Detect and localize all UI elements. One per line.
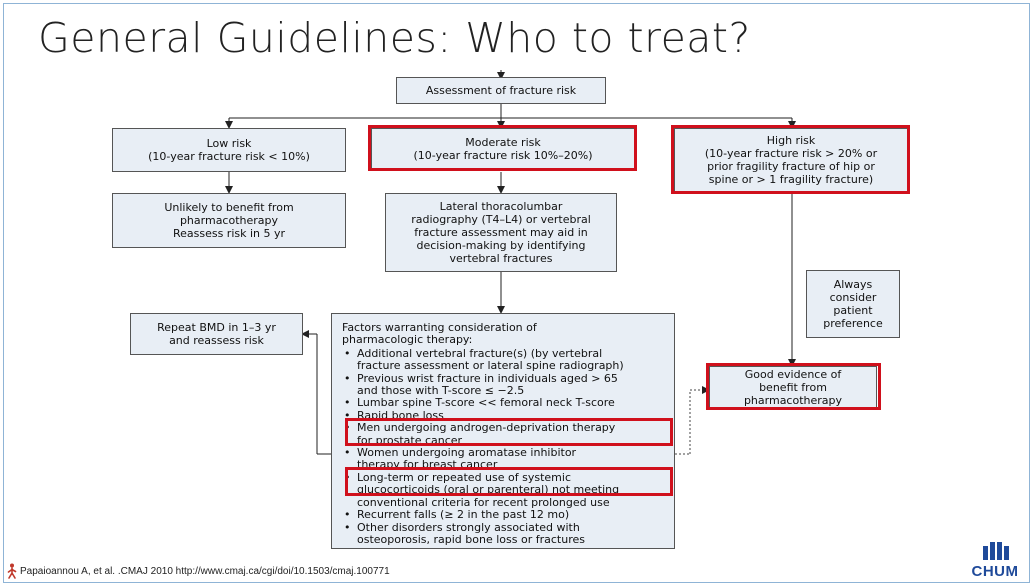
always-line-3: patient (833, 304, 873, 317)
factors-box: Factors warranting consideration of phar… (331, 313, 675, 549)
high-risk-label: High risk (766, 134, 816, 147)
repeat-bmd-line-2: and reassess risk (169, 334, 264, 347)
factor-item: Previous wrist fracture in individuals a… (344, 372, 666, 398)
good-evidence-line-1: Good evidence of (744, 367, 842, 381)
good-evidence-box: Good evidence of benefit from pharmacoth… (709, 366, 877, 408)
lateral-radiography-box: Lateral thoracolumbar radiography (T4–L4… (385, 193, 617, 272)
high-risk-detail-2: prior fragility fracture of hip or (707, 160, 875, 173)
good-evidence-highlight (706, 363, 881, 410)
high-risk-highlight (671, 125, 910, 194)
slide-title: General Guidelines: Who to treat? (38, 14, 751, 62)
lateral-line-2: radiography (T4–L4) or vertebral (411, 213, 591, 226)
moderate-risk-detail: (10-year fracture risk 10%–20%) (413, 149, 593, 162)
chum-logo: CHUM (962, 540, 1028, 582)
androgen-highlight (345, 418, 673, 446)
factor-item: Additional vertebral fracture(s) (by ver… (344, 347, 666, 373)
lateral-line-4: decision-making by identifying (416, 239, 586, 252)
high-risk-detail-1: (10-year fracture risk > 20% or (704, 147, 878, 160)
unlikely-line-1: Unlikely to benefit from (164, 201, 294, 214)
assessment-label: Assessment of fracture risk (425, 84, 577, 97)
lateral-line-5: vertebral fractures (449, 252, 553, 265)
chum-logo-text: CHUM (971, 563, 1019, 580)
moderate-risk-label: Moderate risk (465, 136, 541, 149)
moderate-risk-highlight (368, 125, 637, 171)
low-risk-box: Low risk (10-year fracture risk < 10%) (112, 128, 346, 172)
glucocorticoid-highlight (345, 467, 673, 496)
unlikely-box: Unlikely to benefit from pharmacotherapy… (112, 193, 346, 248)
factors-intro-line-2: pharmacologic therapy: (342, 333, 473, 347)
assessment-box: Assessment of fracture risk (396, 77, 606, 104)
chum-logo-icon (983, 542, 1009, 560)
citation: Papaioannou A, et al. .CMAJ 2010 http://… (20, 566, 390, 577)
factor-item: Recurrent falls (≥ 2 in the past 12 mo) (344, 508, 666, 522)
repeat-bmd-box: Repeat BMD in 1–3 yr and reassess risk (130, 313, 303, 355)
lateral-line-3: fracture assessment may aid in (414, 226, 588, 239)
factor-item: Lumbar spine T-score << femoral neck T-s… (344, 397, 666, 411)
low-risk-detail: (10-year fracture risk < 10%) (148, 150, 310, 163)
unlikely-line-3: Reassess risk in 5 yr (172, 227, 286, 240)
factors-intro-line-1: Factors warranting consideration of (342, 321, 537, 334)
always-line-1: Always (833, 278, 873, 291)
factor-item: Other disorders strongly associated with… (344, 521, 666, 547)
repeat-bmd-line-1: Repeat BMD in 1–3 yr (157, 321, 276, 334)
factors-intro: Factors warranting consideration of phar… (342, 321, 666, 347)
always-line-4: preference (823, 317, 883, 330)
factors-list: Additional vertebral fracture(s) (by ver… (342, 347, 666, 547)
unlikely-line-2: pharmacotherapy (179, 214, 279, 227)
patient-preference-box: Always consider patient preference (806, 270, 900, 338)
high-risk-detail-3: spine or > 1 fragility fracture) (708, 173, 874, 186)
pedestrian-icon (7, 563, 17, 579)
slide-frame (3, 3, 1030, 583)
always-line-2: consider (829, 291, 877, 304)
lateral-line-1: Lateral thoracolumbar (439, 200, 563, 213)
good-evidence-line-2: benefit from (759, 380, 827, 394)
good-evidence-line-3: pharmacotherapy (743, 393, 843, 407)
factor-item: Long-term or repeated use of systemic gl… (344, 471, 666, 509)
low-risk-label: Low risk (206, 137, 252, 150)
